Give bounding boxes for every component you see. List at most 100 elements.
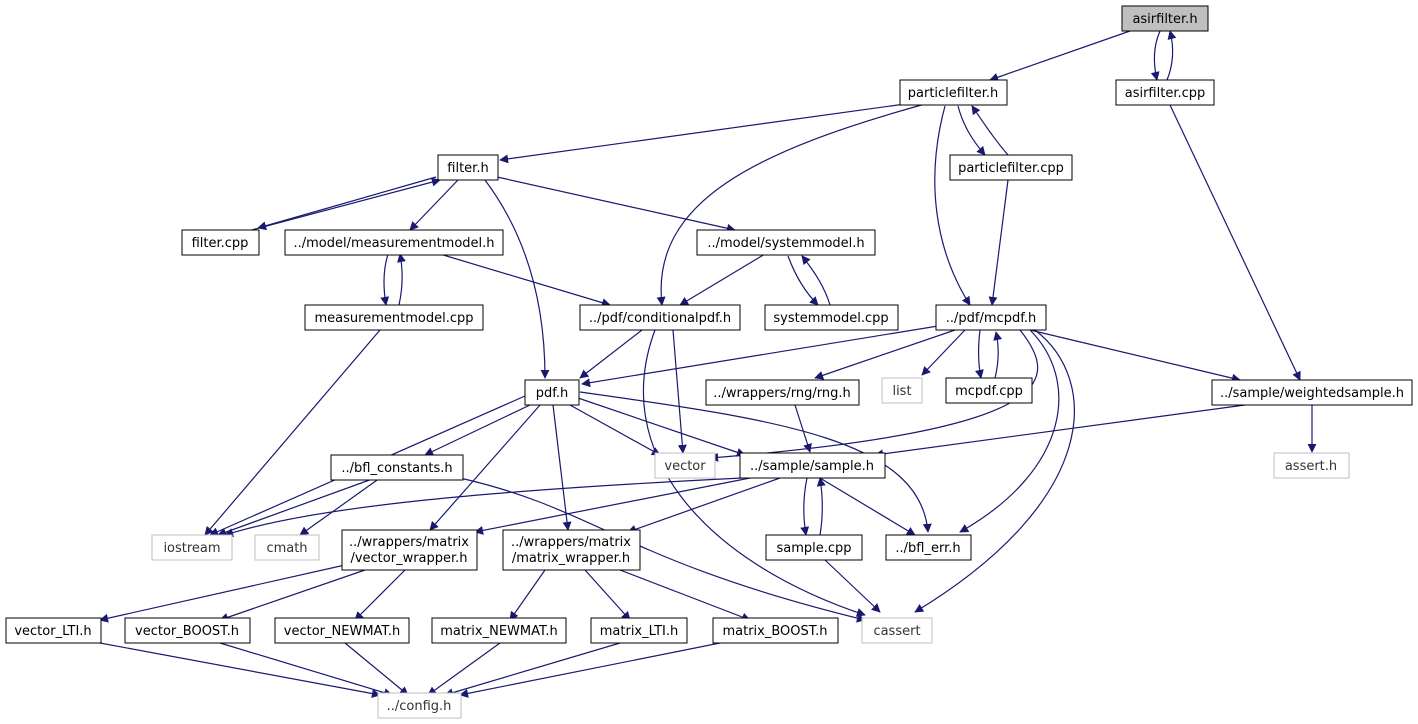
edge-sample-h-to-matrix-wrapper	[627, 477, 781, 534]
edge-systemmodel-h-to-systemmodel-cpp	[787, 255, 819, 306]
edge-bfl-constants-to-cmath	[299, 477, 381, 536]
node-conditionalpdf-h[interactable]: ../pdf/conditionalpdf.h	[579, 304, 741, 331]
edge-particlefilter-h-to-particlefilter-cpp	[957, 105, 986, 156]
svg-text:cassert: cassert	[873, 624, 920, 639]
svg-text:vector_NEWMAT.h: vector_NEWMAT.h	[284, 624, 400, 639]
svg-text:matrix_LTI.h: matrix_LTI.h	[600, 624, 678, 639]
svg-text:../wrappers/matrix: ../wrappers/matrix	[511, 535, 631, 550]
node-asirfilter-h[interactable]: asirfilter.h	[1121, 5, 1209, 32]
node-systemmodel-h[interactable]: ../model/systemmodel.h	[696, 229, 876, 256]
svg-text:../model/systemmodel.h: ../model/systemmodel.h	[707, 236, 864, 251]
edge-measurementmodel-h-to-measurementmodel-cpp	[380, 253, 390, 306]
node-systemmodel-cpp[interactable]: systemmodel.cpp	[764, 304, 899, 331]
edge-vector-wrapper-to-vector-NEWMAT	[354, 569, 406, 621]
edge-particlefilter-h-to-filter-h	[499, 103, 906, 164]
svg-text:pdf.h: pdf.h	[536, 386, 569, 401]
node-asirfilter-cpp[interactable]: asirfilter.cpp	[1115, 79, 1215, 106]
node-measurementmodel-h[interactable]: ../model/measurementmodel.h	[284, 229, 504, 256]
edge-systemmodel-h-to-conditionalpdf-h	[679, 253, 766, 306]
svg-text:../wrappers/matrix: ../wrappers/matrix	[349, 535, 469, 550]
node-vector-LTI-h[interactable]: vector_LTI.h	[5, 617, 102, 644]
svg-text:../model/measurementmodel.h: ../model/measurementmodel.h	[293, 236, 494, 251]
svg-text:mcpdf.cpp: mcpdf.cpp	[955, 384, 1023, 399]
edge-vector-wrapper-to-vector-LTI	[99, 564, 346, 623]
edge-measurementmodel-cpp-to-iostream	[204, 329, 381, 536]
node-matrix-NEWMAT-h[interactable]: matrix_NEWMAT.h	[431, 617, 567, 644]
node-config-h[interactable]: ../config.h	[377, 692, 462, 719]
edge-pdf-h-to-vector-wrapper	[429, 404, 541, 531]
node-vector[interactable]: vector	[654, 452, 716, 479]
edge-mcpdf-h-to-pdf-h	[581, 325, 939, 388]
edge-vector-NEWMAT-to-config	[344, 642, 409, 696]
node-matrix-LTI-h[interactable]: matrix_LTI.h	[590, 617, 688, 644]
node-assert-h[interactable]: assert.h	[1273, 452, 1350, 479]
node-measurementmodel-cpp[interactable]: measurementmodel.cpp	[304, 304, 484, 331]
svg-text:../pdf/conditionalpdf.h: ../pdf/conditionalpdf.h	[589, 311, 731, 326]
svg-text:iostream: iostream	[163, 541, 220, 556]
edge-filter-cpp-to-filter-h	[247, 177, 441, 232]
svg-text:measurementmodel.cpp: measurementmodel.cpp	[315, 311, 474, 326]
node-vector-NEWMAT-h[interactable]: vector_NEWMAT.h	[274, 617, 410, 644]
edge-matrix-wrapper-to-matrix-LTI	[584, 569, 631, 621]
svg-text:particlefilter.h: particlefilter.h	[908, 86, 998, 101]
edge-pdf-h-to-sample-h	[577, 397, 746, 457]
svg-text:cmath: cmath	[266, 541, 307, 556]
edge-filter-h-to-measurementmodel-h	[409, 179, 459, 231]
edge-matrix-NEWMAT-to-config	[427, 642, 501, 696]
edge-conditionalpdf-h-to-vector	[672, 329, 687, 454]
edge-vector-LTI-to-config	[99, 642, 381, 698]
node-matrix-BOOST-h[interactable]: matrix_BOOST.h	[712, 617, 839, 644]
edge-asirfilter-h-to-particlefilter-h	[989, 30, 1131, 82]
edge-pdf-h-to-bfl-constants	[424, 404, 531, 456]
edge-matrix-LTI-to-config	[444, 642, 621, 698]
node-cassert[interactable]: cassert	[861, 617, 933, 644]
dependency-edges	[99, 30, 1317, 698]
svg-text:../sample/sample.h: ../sample/sample.h	[750, 459, 874, 474]
svg-text:vector_BOOST.h: vector_BOOST.h	[135, 624, 239, 639]
edge-bfl-constants-to-iostream	[217, 477, 376, 537]
node-mcpdf-h[interactable]: ../pdf/mcpdf.h	[935, 304, 1047, 331]
svg-text:../bfl_err.h: ../bfl_err.h	[895, 541, 960, 556]
svg-text:assert.h: assert.h	[1285, 459, 1337, 474]
edge-conditionalpdf-h-to-pdf-h	[579, 329, 643, 379]
edge-asirfilter-h-to-asirfilter-cpp	[1150, 30, 1161, 81]
node-pdf-h[interactable]: pdf.h	[524, 379, 580, 406]
node-filter-h[interactable]: filter.h	[437, 154, 499, 181]
edge-sample-h-to-vector-wrapper	[474, 477, 751, 535]
node-weightedsample-h[interactable]: ../sample/weightedsample.h	[1211, 379, 1413, 406]
svg-text:/vector_wrapper.h: /vector_wrapper.h	[350, 551, 467, 566]
node-matrix-wrapper-h[interactable]: ../wrappers/matrix /matrix_wrapper.h	[502, 529, 641, 571]
svg-text:../bfl_constants.h: ../bfl_constants.h	[341, 461, 452, 476]
edge-particlefilter-cpp-to-mcpdf-h	[988, 179, 1009, 306]
edge-matrix-wrapper-to-matrix-BOOST	[619, 569, 751, 622]
svg-text:list: list	[892, 384, 911, 399]
svg-text:asirfilter.cpp: asirfilter.cpp	[1125, 86, 1206, 101]
node-vector-BOOST-h[interactable]: vector_BOOST.h	[124, 617, 251, 644]
node-cmath[interactable]: cmath	[254, 534, 320, 561]
edge-sample-cpp-to-sample-h	[816, 477, 826, 536]
node-bfl-err-h[interactable]: ../bfl_err.h	[885, 534, 972, 561]
svg-text:../pdf/mcpdf.h: ../pdf/mcpdf.h	[946, 311, 1036, 326]
node-mcpdf-cpp[interactable]: mcpdf.cpp	[945, 377, 1033, 404]
svg-text:asirfilter.h: asirfilter.h	[1132, 12, 1197, 27]
node-filter-cpp[interactable]: filter.cpp	[181, 229, 260, 256]
edge-pdf-h-to-bfl-err	[579, 391, 932, 533]
edge-weightedsample-h-to-sample-h	[874, 404, 1246, 459]
edge-conditionalpdf-h-to-cassert	[642, 329, 866, 617]
edge-mcpdf-h-to-cassert	[914, 329, 1075, 613]
edge-asirfilter-cpp-to-weightedsample-h	[1169, 104, 1301, 381]
node-iostream[interactable]: iostream	[151, 534, 233, 561]
node-sample-cpp[interactable]: sample.cpp	[765, 534, 863, 561]
node-sample-h[interactable]: ../sample/sample.h	[739, 452, 886, 479]
edge-pdf-h-to-matrix-wrapper	[552, 404, 572, 531]
edge-filter-h-to-filter-cpp	[257, 176, 437, 231]
node-bfl-constants-h[interactable]: ../bfl_constants.h	[330, 454, 464, 481]
svg-text:matrix_BOOST.h: matrix_BOOST.h	[722, 624, 827, 639]
node-rng-h[interactable]: ../wrappers/rng/rng.h	[705, 379, 860, 406]
edge-measurementmodel-cpp-to-measurementmodel-h	[397, 253, 406, 306]
edge-asirfilter-cpp-to-asirfilter-h	[1166, 30, 1177, 81]
node-vector-wrapper-h[interactable]: ../wrappers/matrix /vector_wrapper.h	[341, 529, 478, 571]
node-particlefilter-h[interactable]: particlefilter.h	[899, 79, 1008, 106]
node-particlefilter-cpp[interactable]: particlefilter.cpp	[949, 154, 1073, 181]
node-list[interactable]: list	[881, 377, 923, 404]
